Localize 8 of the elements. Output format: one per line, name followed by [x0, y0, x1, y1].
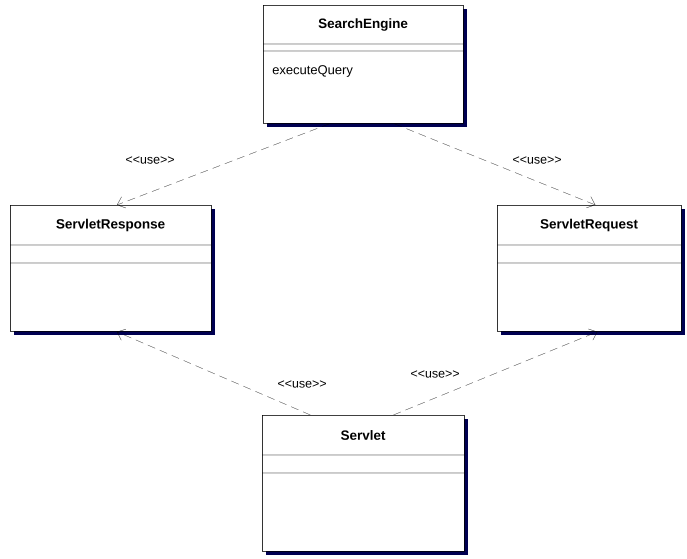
dependency-arrow — [116, 328, 311, 416]
class-box: ServletRequest — [496, 205, 685, 335]
class-box: ServletResponse — [10, 205, 215, 335]
dependency-arrow — [393, 328, 598, 416]
dependency-arrow — [394, 124, 596, 208]
class-box: SearchEngine executeQuery — [262, 5, 467, 127]
class-box: Servlet — [262, 415, 468, 555]
dependency-arrow — [117, 124, 330, 208]
